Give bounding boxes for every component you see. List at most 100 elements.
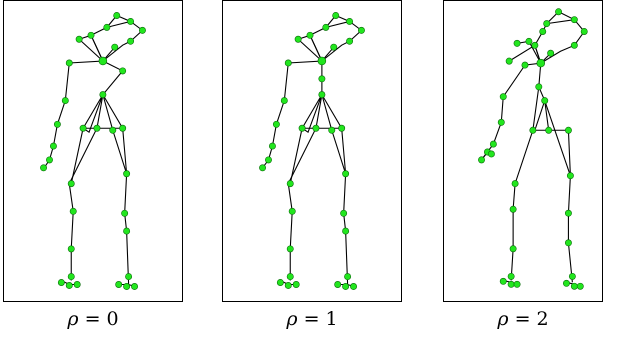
joint-marker [286, 180, 294, 188]
joint-marker [328, 126, 336, 134]
joint-marker [276, 279, 284, 286]
bone-segment [70, 128, 84, 184]
caption-variable: ρ [286, 308, 298, 330]
bone-segment [301, 61, 349, 285]
bone-segment [106, 20, 131, 28]
bone-segment [287, 94, 323, 281]
joint-marker [138, 26, 146, 34]
bone-segment [325, 20, 350, 28]
joint-marker [342, 170, 350, 178]
joint-marker [338, 124, 346, 132]
panel-caption-rho-2: ρ = 2 [423, 308, 621, 330]
joint-marker [478, 156, 485, 164]
joint-marker [312, 124, 320, 132]
joint-marker [265, 156, 272, 164]
joint-marker [99, 91, 107, 99]
joint-marker [109, 126, 117, 134]
joint-marker [543, 20, 551, 28]
joint-marker [284, 59, 292, 67]
joint-marker [121, 209, 129, 217]
joint-marker [69, 207, 77, 215]
joint-marker [529, 126, 537, 134]
caption-variable: ρ [497, 308, 509, 330]
joint-marker [123, 170, 131, 178]
joint-marker [119, 124, 127, 132]
joint-marker [507, 280, 515, 288]
skeleton-figure-rho-0 [40, 12, 146, 290]
joint-marker [499, 277, 507, 285]
skeleton-panel-rho-0 [3, 0, 183, 302]
joint-marker [576, 282, 584, 290]
joint-marker [568, 272, 576, 280]
caption-equation: = 1 [303, 308, 338, 330]
joint-marker [570, 16, 578, 24]
panel-caption-rho-0: ρ = 0 [0, 308, 193, 330]
bone-segment [534, 63, 573, 283]
joint-marker [268, 142, 276, 150]
joint-marker [547, 49, 555, 57]
joint-marker [566, 172, 574, 180]
joint-marker [103, 23, 111, 31]
joint-marker [334, 281, 342, 288]
caption-equation: = 0 [84, 308, 119, 330]
bone-segment [297, 34, 335, 63]
joint-marker [521, 61, 529, 69]
joint-marker [535, 83, 543, 91]
joint-marker [318, 75, 326, 83]
joint-marker [499, 93, 507, 101]
joint-marker [317, 56, 327, 66]
joint-marker [123, 227, 131, 235]
skeleton-panel-rho-1 [222, 0, 402, 302]
joint-marker [330, 43, 338, 51]
joint-marker [318, 91, 326, 99]
bone-segment [78, 34, 116, 63]
joint-marker [288, 207, 296, 215]
joint-marker [87, 31, 95, 39]
joint-marker [40, 164, 48, 172]
joint-marker [545, 126, 553, 134]
joint-marker [93, 124, 101, 132]
joint-marker [509, 205, 517, 213]
joint-marker [531, 41, 539, 49]
joint-marker [294, 35, 302, 43]
joint-marker [541, 97, 549, 105]
joint-marker [65, 59, 73, 67]
skeleton-joints [259, 12, 365, 290]
bone-segment [544, 100, 571, 176]
joint-marker [564, 209, 572, 217]
joint-marker [111, 43, 119, 51]
joint-marker [123, 283, 131, 290]
joint-marker [340, 209, 348, 217]
skeleton-bones [262, 15, 363, 287]
caption-variable: ρ [67, 308, 79, 330]
joint-marker [536, 58, 546, 68]
joint-marker [75, 35, 83, 43]
joint-marker [65, 282, 73, 289]
joint-marker [357, 26, 365, 34]
joint-marker [511, 180, 519, 188]
joint-marker [67, 180, 75, 188]
joint-marker [564, 126, 572, 134]
joint-marker [259, 164, 267, 172]
bone-segment [546, 19, 575, 25]
joint-marker [61, 97, 69, 105]
joint-marker [570, 282, 578, 290]
joint-marker [115, 281, 123, 288]
joint-marker [292, 281, 300, 288]
joint-marker [570, 41, 578, 49]
joint-marker [505, 57, 513, 65]
joint-marker [98, 56, 108, 66]
joint-marker [57, 279, 65, 286]
bone-segment [510, 86, 540, 281]
caption-equation: = 2 [514, 308, 549, 330]
joint-marker [79, 124, 87, 132]
joint-marker [507, 272, 515, 280]
joint-marker [284, 282, 292, 289]
joint-marker [497, 118, 505, 126]
skeleton-bones [43, 15, 144, 287]
joint-marker [525, 37, 533, 45]
joint-marker [344, 273, 352, 281]
joint-marker [119, 67, 127, 75]
bone-segment [289, 128, 303, 184]
joint-marker [346, 17, 354, 25]
